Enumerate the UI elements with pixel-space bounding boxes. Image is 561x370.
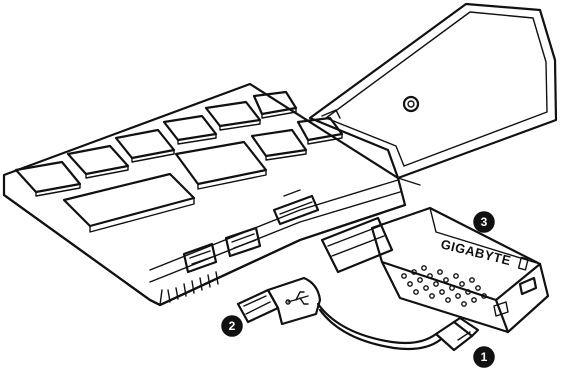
key-wide: [176, 142, 266, 189]
usb-symbol-icon: [286, 292, 308, 304]
laptop-screen-lid: [310, 4, 556, 185]
key: [68, 146, 128, 178]
callout-3-number: 3: [481, 215, 488, 229]
usb-cable: [238, 278, 478, 350]
key: [254, 92, 296, 118]
callout-3: 3: [474, 212, 494, 232]
laptop-ports: [184, 190, 318, 272]
usb-port: [226, 228, 260, 256]
dongle-brand-label: GIGABYTE: [439, 236, 512, 268]
key: [116, 130, 174, 162]
key: [206, 102, 260, 130]
hdmi-dongle: GIGABYTE: [322, 208, 548, 332]
usb-port: [184, 244, 216, 272]
callout-1-number: 1: [481, 350, 488, 364]
callout-2-number: 2: [229, 319, 236, 333]
key: [164, 116, 216, 144]
key: [252, 130, 306, 160]
callout-2: 2: [222, 316, 242, 336]
laptop-base: [4, 84, 405, 305]
callout-1: 1: [474, 347, 494, 367]
key-spacebar: [64, 174, 194, 232]
keyboard-keys: [16, 92, 342, 232]
